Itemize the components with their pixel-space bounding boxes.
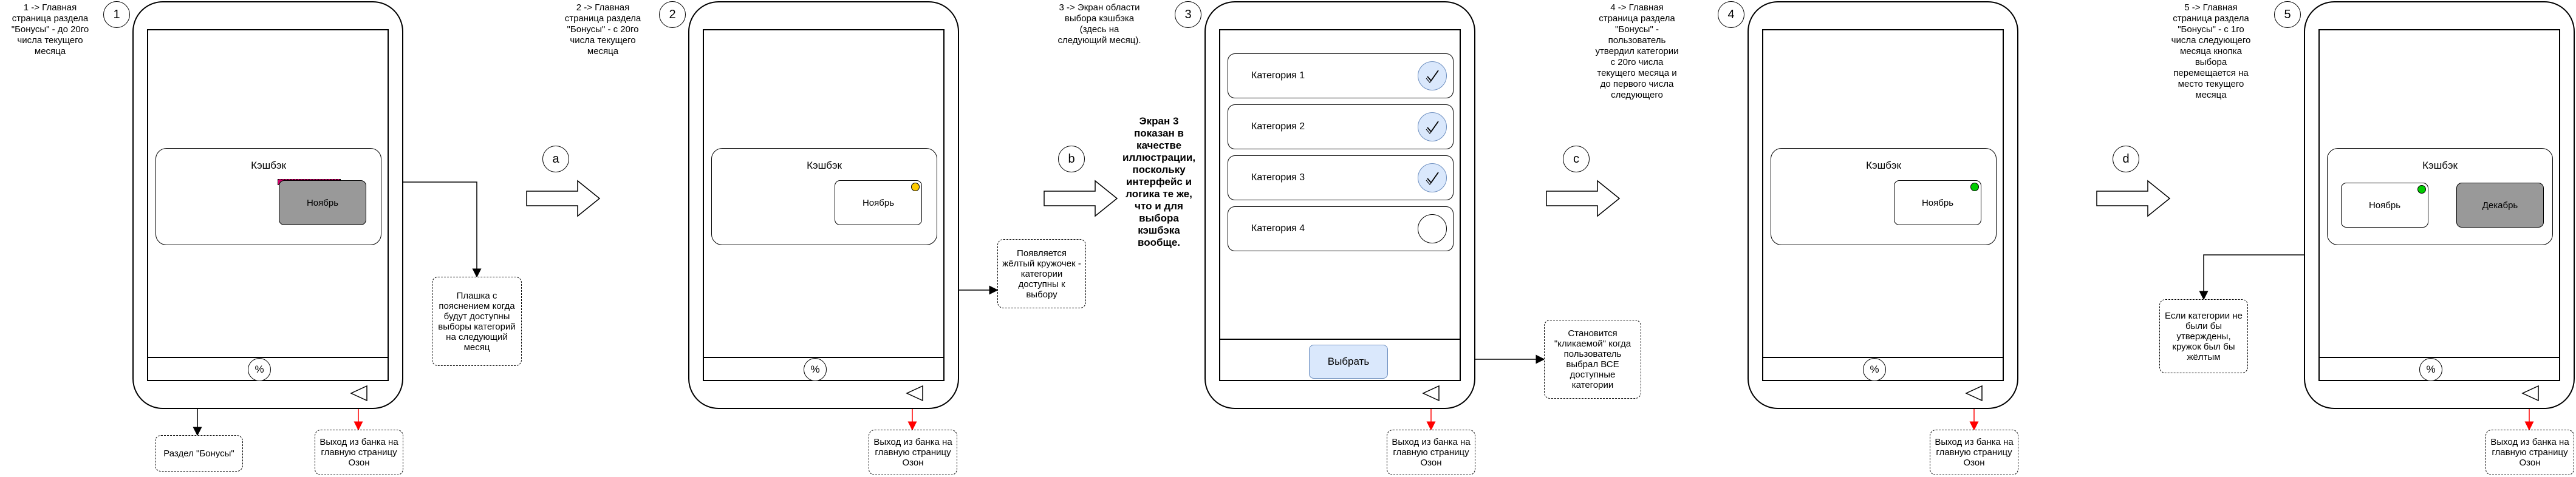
bottom-bar — [1220, 339, 1460, 381]
note-exit-3: Выход из банка на главную страницу Озон — [1387, 430, 1475, 475]
cashback-title: Кэшбэк — [251, 160, 286, 171]
category-4[interactable]: Категория 4 — [1228, 206, 1454, 251]
cashback-card[interactable]: Кэшбэк Ноябрь — [1771, 148, 1997, 245]
tab-bar — [704, 357, 943, 381]
step-2-description: 2 -> Главная страница раздела "Бонусы" -… — [564, 2, 641, 56]
note-bonus-section: Раздел "Бонусы" — [155, 435, 243, 472]
step-4-description: 4 -> Главная страница раздела "Бонусы" -… — [1595, 2, 1679, 100]
empty-circle-icon[interactable] — [1418, 214, 1447, 243]
month-button[interactable]: Ноябрь — [279, 180, 366, 225]
screen-2: Кэшбэк Ноябрь — [703, 29, 945, 381]
transition-arrow-a — [526, 180, 601, 217]
month-button[interactable]: Ноябрь — [835, 180, 922, 225]
category-2[interactable]: Категория 2 — [1228, 104, 1454, 149]
step-2-badge: 2 — [659, 1, 686, 28]
bonus-tab-icon[interactable]: % — [1863, 358, 1886, 381]
screen-5: Кэшбэк Ноябрь Декабрь — [2318, 29, 2560, 381]
cashback-title: Кэшбэк — [2422, 160, 2458, 171]
category-1[interactable]: Категория 1 — [1228, 53, 1454, 98]
bonus-tab-icon[interactable]: % — [2419, 358, 2442, 381]
category-2-label: Категория 2 — [1251, 121, 1305, 132]
green-dot-indicator — [2417, 185, 2426, 194]
step-3-badge: 3 — [1175, 1, 1201, 28]
transition-a: a — [542, 146, 569, 172]
tab-bar — [2320, 357, 2559, 381]
note-exit-1: Выход из банка на главную страницу Озон — [315, 430, 403, 475]
cashback-card[interactable]: Кэшбэк Ноябрь Декабрь — [2327, 148, 2553, 245]
phone-2: Кэшбэк Ноябрь % — [688, 1, 959, 409]
check-icon[interactable] — [1418, 112, 1447, 141]
back-triangle-icon[interactable] — [906, 385, 924, 402]
next-month-button[interactable]: Декабрь — [2456, 183, 2544, 228]
screen-4: Кэшбэк Ноябрь — [1762, 29, 2004, 381]
category-3-label: Категория 3 — [1251, 172, 1305, 183]
back-triangle-icon[interactable] — [350, 385, 368, 402]
step-5-badge: 5 — [2274, 1, 2301, 28]
category-4-label: Категория 4 — [1251, 223, 1305, 234]
note-clickable: Становится "кликаемой" когда пользовател… — [1544, 320, 1641, 399]
step-5-description: 5 -> Главная страница раздела "Бонусы" -… — [2171, 2, 2251, 100]
phone-5: Кэшбэк Ноябрь Декабрь % — [2304, 1, 2575, 409]
note-plaque: Плашка с пояснением когда будут доступны… — [432, 277, 522, 366]
back-triangle-icon[interactable] — [2521, 385, 2540, 402]
screen-1: Кэшбэк Ноябрь — [147, 29, 389, 381]
transition-arrow-c — [1546, 180, 1621, 217]
step-1-description: 1 -> Главная страница раздела "Бонусы" -… — [11, 2, 89, 56]
transition-arrow-d — [2096, 180, 2171, 217]
month-button[interactable]: Ноябрь — [2341, 183, 2428, 228]
note-yellow-if-not: Если категории не были бы утверждены, кр… — [2159, 299, 2248, 373]
transition-d: d — [2113, 146, 2139, 172]
transition-arrow-b — [1044, 180, 1118, 217]
bonus-tab-icon[interactable]: % — [248, 358, 271, 381]
check-icon[interactable] — [1418, 61, 1447, 90]
check-icon[interactable] — [1418, 163, 1447, 192]
category-1-label: Категория 1 — [1251, 70, 1305, 81]
note-exit-4: Выход из банка на главную страницу Озон — [1930, 430, 2018, 475]
month-button[interactable]: Ноябрь — [1894, 180, 1981, 225]
cashback-card[interactable]: Кэшбэк Ноябрь — [155, 148, 381, 245]
note-exit-5: Выход из банка на главную страницу Озон — [2485, 430, 2574, 475]
step-1-badge: 1 — [103, 1, 130, 28]
note-yellow-dot: Появляется жёлтый кружочек - категории д… — [997, 239, 1086, 308]
phone-3: Категория 1 Категория 2 Категория 3 Кате… — [1204, 1, 1475, 409]
transition-c: c — [1563, 146, 1590, 172]
phone-1: Кэшбэк Ноябрь % — [132, 1, 403, 409]
cashback-card[interactable]: Кэшбэк Ноябрь — [711, 148, 937, 245]
transition-b: b — [1058, 146, 1085, 172]
cashback-title: Кэшбэк — [807, 160, 842, 171]
phone-4: Кэшбэк Ноябрь % — [1748, 1, 2018, 409]
screen-3: Категория 1 Категория 2 Категория 3 Кате… — [1219, 29, 1461, 381]
cashback-title: Кэшбэк — [1866, 160, 1901, 171]
category-3[interactable]: Категория 3 — [1228, 155, 1454, 200]
tab-bar — [1763, 357, 2003, 381]
back-triangle-icon[interactable] — [1965, 385, 1983, 402]
step-4-badge: 4 — [1718, 1, 1744, 28]
select-button[interactable]: Выбрать — [1309, 345, 1388, 379]
step-3-description: 3 -> Экран области выбора кэшбэка (здесь… — [1057, 2, 1141, 46]
tab-bar — [148, 357, 388, 381]
green-dot-indicator — [1970, 183, 1979, 191]
screen3-bold-note: Экран 3 показан в качестве иллюстрации, … — [1122, 115, 1196, 248]
yellow-dot-indicator — [911, 183, 920, 191]
note-exit-2: Выход из банка на главную страницу Озон — [869, 430, 957, 475]
back-triangle-icon[interactable] — [1422, 385, 1440, 402]
bonus-tab-icon[interactable]: % — [804, 358, 827, 381]
